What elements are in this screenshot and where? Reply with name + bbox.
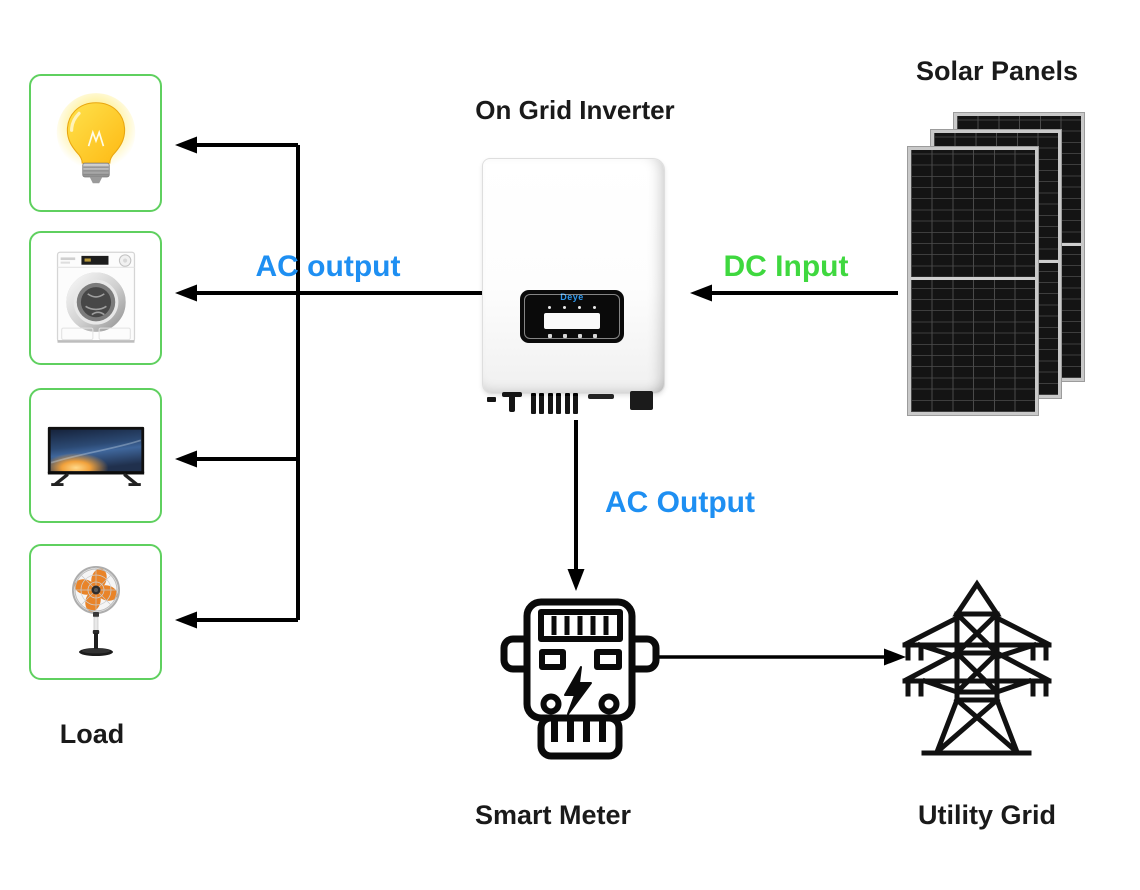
stand-fan-icon (71, 566, 120, 656)
inverter-buttons (520, 334, 624, 338)
utility-grid-label: Utility Grid (917, 800, 1056, 830)
ac-output-left-label: AC output (255, 250, 401, 283)
dc-input-line (690, 284, 898, 302)
smart-meter-icon (500, 598, 660, 760)
inverter-vent-bar (588, 394, 614, 399)
on-grid-inverter-label: On Grid Inverter (475, 95, 675, 125)
solar-panel-1 (907, 146, 1039, 416)
inverter-display-panel: Deye (520, 290, 624, 343)
smart-meter-label: Smart Meter (474, 800, 632, 830)
television-icon (47, 426, 144, 486)
inverter-dc-connector-3 (565, 393, 578, 414)
inverter-antenna-stem (509, 392, 515, 412)
load-box-washing-machine (29, 231, 162, 365)
inverter-to-meter-line (567, 420, 585, 591)
on-grid-inverter-device: Deye (482, 158, 665, 394)
fan-blades (74, 568, 117, 612)
panel-divider (911, 277, 1035, 281)
ac-output-arrowheads (175, 136, 197, 629)
washing-machine-icon (56, 251, 135, 343)
ac-output-down-label: AC Output (605, 486, 755, 519)
ac-output-branch-lines (196, 143, 482, 622)
inverter-ground-stub (487, 397, 496, 402)
dc-input-label: DC Input (723, 250, 849, 283)
inverter-lcd-screen (544, 313, 600, 329)
solar-panels-label: Solar Panels (915, 56, 1079, 86)
inverter-dc-connector-2 (548, 393, 561, 414)
utility-grid-tower-icon (902, 579, 1052, 756)
meter-to-grid-line (657, 648, 906, 666)
load-box-stand-fan (29, 544, 162, 680)
inverter-dc-connector-1 (531, 393, 544, 414)
load-box-light-bulb (29, 74, 162, 212)
load-box-television (29, 388, 162, 523)
load-label: Load (59, 719, 125, 749)
inverter-ac-terminal-box (630, 391, 653, 410)
light-bulb-icon (56, 93, 135, 184)
inverter-status-leds (520, 306, 624, 309)
inverter-brand-logo: Deye (560, 292, 584, 302)
